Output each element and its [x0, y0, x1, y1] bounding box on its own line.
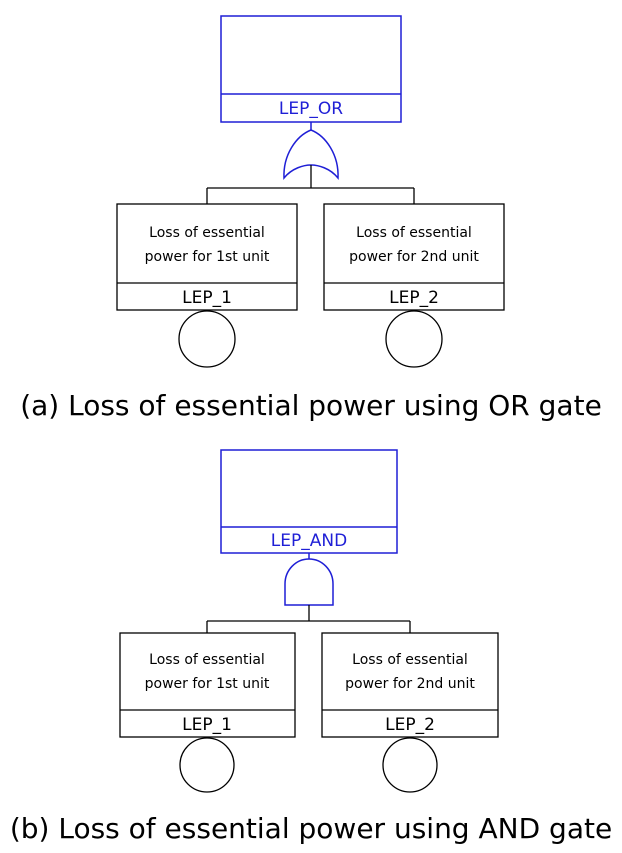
basic-event-circle-icon — [179, 737, 235, 793]
gate-label-and: LEP_AND — [271, 531, 347, 551]
basic-event-lep2-a: Loss of essential power for 2nd unit LEP… — [323, 203, 505, 368]
basic-event-circle-icon — [178, 310, 236, 368]
basic-event-circle-icon — [385, 310, 443, 368]
connector-lines-a — [206, 165, 415, 204]
event-label: LEP_1 — [182, 288, 232, 308]
basic-event-lep1-b: Loss of essential power for 1st unit LEP… — [119, 632, 296, 793]
event-desc-line1: Loss of essential — [352, 652, 468, 668]
event-desc-line1: Loss of essential — [149, 225, 265, 241]
event-label: LEP_2 — [389, 288, 439, 308]
connector-lines-b — [206, 605, 411, 633]
basic-event-lep1-a: Loss of essential power for 1st unit LEP… — [116, 203, 298, 368]
panel-b: LEP_AND Loss of essential power for 1st … — [119, 449, 499, 793]
event-desc-line2: power for 1st unit — [145, 249, 270, 265]
basic-event-circle-icon — [382, 737, 438, 793]
event-desc-line1: Loss of essential — [356, 225, 472, 241]
panel-a: LEP_OR Loss of essential power for 1st u… — [116, 15, 505, 368]
basic-event-lep2-b: Loss of essential power for 2nd unit LEP… — [321, 632, 499, 793]
or-gate-icon — [283, 122, 339, 181]
event-desc-line2: power for 2nd unit — [345, 676, 475, 692]
event-label: LEP_1 — [182, 715, 232, 735]
event-desc-line1: Loss of essential — [149, 652, 265, 668]
caption-b: (b) Loss of essential power using AND ga… — [9, 812, 613, 845]
gate-label-or: LEP_OR — [279, 99, 343, 119]
caption-a: (a) Loss of essential power using OR gat… — [20, 389, 602, 422]
event-label: LEP_2 — [385, 715, 435, 735]
event-desc-line2: power for 2nd unit — [349, 249, 479, 265]
and-gate-icon — [284, 553, 334, 606]
event-desc-line2: power for 1st unit — [145, 676, 270, 692]
